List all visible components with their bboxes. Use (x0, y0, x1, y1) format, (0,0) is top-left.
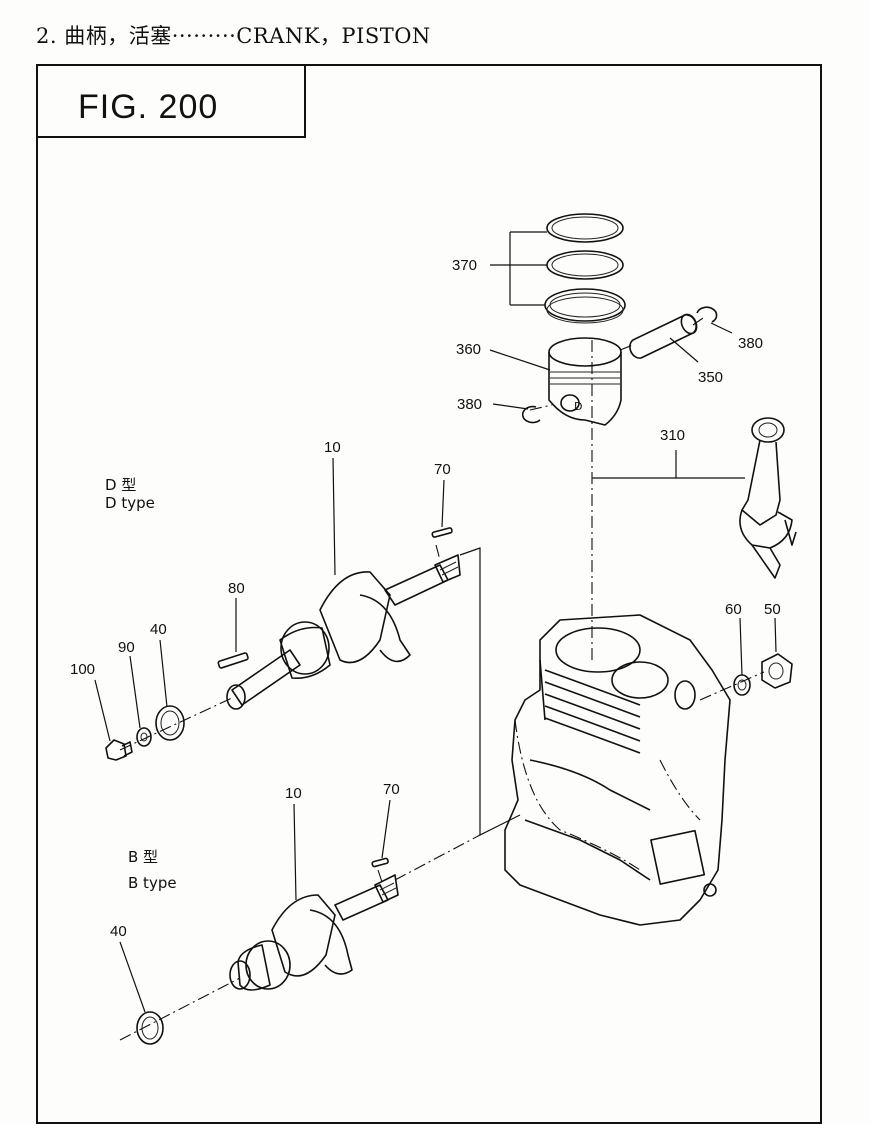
oil-seal (733, 674, 751, 696)
ring-leader-bracket (490, 231, 547, 306)
callout-360: 360 (456, 341, 481, 358)
callout-380-left: 380 (457, 396, 482, 413)
callout-70-b: 70 (383, 781, 400, 798)
callout-60: 60 (725, 601, 742, 618)
connecting-rod (739, 417, 797, 579)
key-b-type-70 (371, 857, 389, 868)
d-type-label-en: D type (105, 494, 155, 512)
callout-380-right: 380 (738, 335, 763, 352)
b-type-label-en: B type (128, 874, 177, 892)
nut (761, 653, 793, 689)
callout-310: 310 (660, 427, 685, 444)
axis-circlip-right (692, 317, 704, 326)
callout-350: 350 (698, 369, 723, 386)
crankshaft-d-type (226, 554, 461, 710)
callout-70-d: 70 (434, 461, 451, 478)
axis-key-70b (377, 869, 383, 883)
crankshaft-b-type (229, 874, 399, 991)
bolt-100 (105, 739, 133, 761)
callout-10-d: 10 (324, 439, 341, 456)
callout-90: 90 (118, 639, 135, 656)
callout-40-d: 40 (150, 621, 167, 638)
piston-rings (544, 213, 626, 324)
axis-b-crank (119, 977, 241, 1041)
circlip-left (521, 405, 541, 424)
b-type-label-cn: B 型 (128, 848, 158, 866)
callout-40-b: 40 (110, 923, 127, 940)
circlip-right (696, 306, 718, 323)
section-heading: 2. 曲柄，活塞·········CRANK，PISTON (36, 24, 431, 48)
d-type-label-cn: D 型 (105, 476, 136, 494)
piston-pin (629, 313, 698, 359)
axis-key-70a (435, 544, 441, 561)
cylinder-block (504, 614, 731, 926)
leader-lines (94, 322, 777, 1013)
seal-b-type-40 (136, 1011, 164, 1045)
exploded-parts-diagram: D (70, 213, 797, 1045)
axis-b-crank-top (394, 834, 481, 881)
axis-crank-block (459, 547, 521, 836)
figure-label: FIG. 200 (78, 88, 219, 126)
callout-50: 50 (764, 601, 781, 618)
key-d-type-70 (431, 527, 453, 538)
axis-seal (699, 671, 765, 701)
callout-100: 100 (70, 661, 95, 678)
axis-pin (529, 404, 553, 411)
callout-370: 370 (452, 257, 477, 274)
svg-text:D: D (574, 400, 582, 413)
callout-10-b: 10 (285, 785, 302, 802)
figure-label-box (36, 64, 306, 138)
callout-80: 80 (228, 580, 245, 597)
key-d-type-80 (217, 652, 249, 669)
seal-d-type-40 (155, 705, 185, 741)
axis-pin-right (619, 344, 634, 351)
piston: D (548, 337, 622, 426)
axis-d-crank (119, 697, 233, 751)
